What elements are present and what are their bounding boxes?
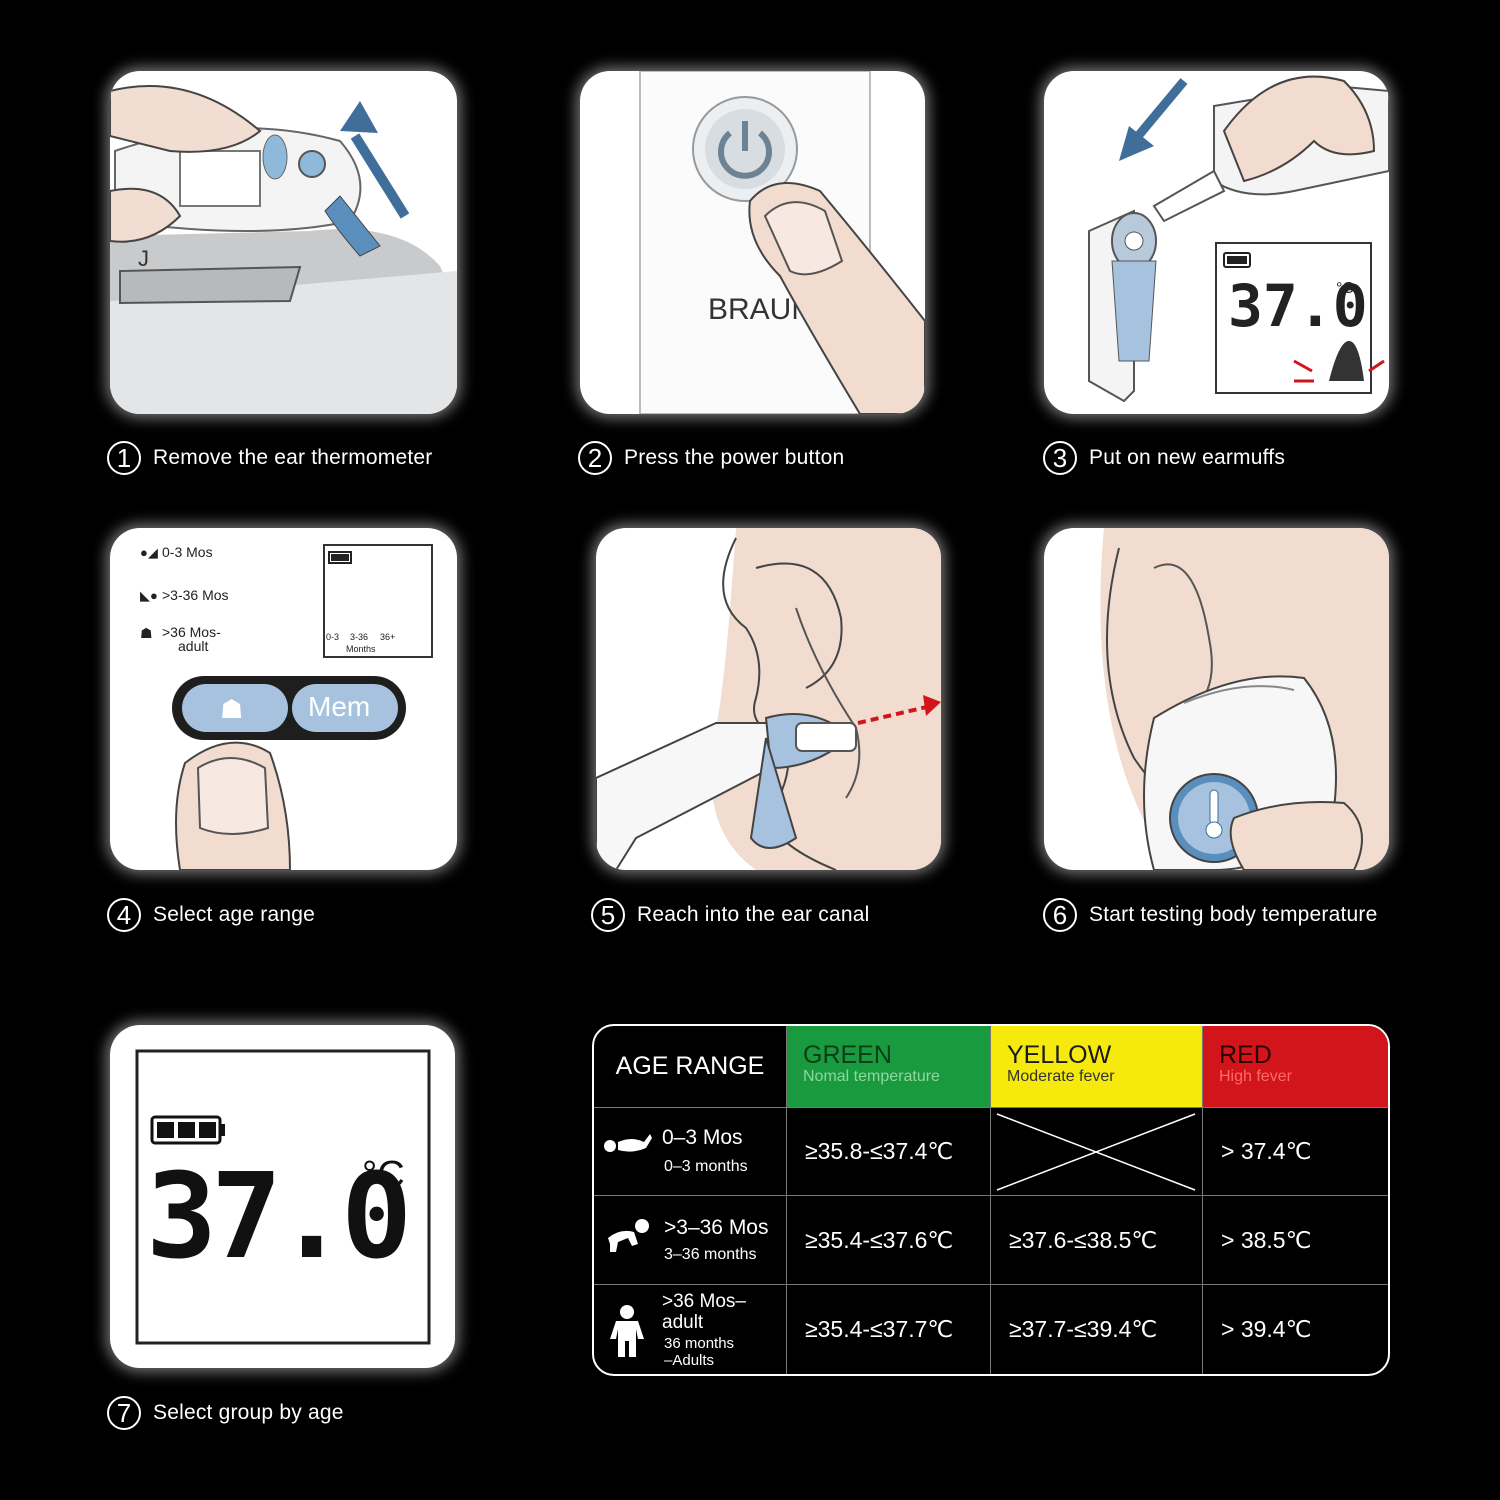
header-red: RED High fever (1203, 1026, 1388, 1108)
svg-text:J: J (138, 246, 149, 271)
step1-label: Remove the ear thermometer (153, 446, 433, 469)
step5-caption: 5 Reach into the ear canal (591, 898, 869, 932)
earmuff-display-reading: 37.0 (1228, 272, 1368, 340)
row1-age: 0–3 Mos 0–3 months (594, 1108, 787, 1196)
crawling-baby-icon (608, 1219, 649, 1252)
step6-number: 6 (1043, 898, 1077, 932)
row3-age-label2: adult (662, 1312, 704, 1333)
svg-text:●◢: ●◢ (140, 545, 158, 560)
header-yellow: YELLOW Moderate fever (991, 1026, 1203, 1108)
row3-age: >36 Mos– adult 36 months –Adults (594, 1285, 787, 1374)
step7-label: Select group by age (153, 1401, 344, 1424)
measure-illustration (1100, 528, 1389, 870)
power-button-illustration: BRAUN (639, 71, 925, 414)
age-select-illustration: ●◢ 0-3 Mos ◣● >3-36 Mos ☗ >36 Mos- adult… (140, 544, 433, 870)
scale-36: 36+ (380, 632, 395, 642)
display-reading: 37.0 (146, 1147, 406, 1285)
remove-thermometer-illustration: J (110, 85, 457, 414)
step1-number: 1 (107, 441, 141, 475)
step1-caption: 1 Remove the ear thermometer (107, 441, 432, 475)
step7-caption: 7 Select group by age (107, 1396, 344, 1430)
row3-age-sub: 36 months (664, 1335, 735, 1352)
mode-3-36-label: >3-36 Mos (162, 587, 229, 603)
row1-red: > 37.4℃ (1203, 1108, 1388, 1196)
step3-illustration: 37.0 °C (1044, 71, 1389, 414)
row3-yellow: ≥37.7-≤39.4℃ (991, 1285, 1203, 1374)
step6-illustration (1044, 528, 1389, 870)
row2-age-label: >3–36 Mos (664, 1216, 769, 1239)
mode-36-label: >36 Mos- (162, 624, 221, 640)
header-yellow-desc: Moderate fever (1007, 1068, 1115, 1085)
row3-age-sub2: –Adults (664, 1352, 715, 1369)
row1-age-label: 0–3 Mos (662, 1126, 743, 1149)
svg-text:◣●: ◣● (140, 588, 158, 603)
step7-number: 7 (107, 1396, 141, 1430)
display-unit: °C (362, 1154, 405, 1196)
step5-illustration (596, 528, 941, 870)
row3-green: ≥35.4-≤37.7℃ (787, 1285, 991, 1374)
step4-label: Select age range (153, 903, 315, 926)
step4-illustration: ●◢ 0-3 Mos ◣● >3-36 Mos ☗ >36 Mos- adult… (110, 528, 457, 870)
row2-green: ≥35.4-≤37.6℃ (787, 1196, 991, 1285)
row2-red: > 38.5℃ (1203, 1196, 1388, 1285)
row2-yellow: ≥37.6-≤38.5℃ (991, 1196, 1203, 1285)
fever-range-table: AGE RANGE GREEN Nomal temperature YELLOW… (592, 1024, 1390, 1376)
step2-illustration: BRAUN (580, 71, 925, 414)
step3-label: Put on new earmuffs (1089, 446, 1286, 469)
step5-number: 5 (591, 898, 625, 932)
mem-button-label: Mem (308, 691, 370, 722)
header-red-name: RED (1219, 1041, 1272, 1069)
step3-number: 3 (1043, 441, 1077, 475)
header-yellow-name: YELLOW (1007, 1041, 1112, 1069)
step2-number: 2 (578, 441, 612, 475)
row3-red: > 39.4℃ (1221, 1316, 1312, 1342)
display-illustration: 37.0 °C (135, 1049, 431, 1345)
row2-age: >3–36 Mos 3–36 months (594, 1196, 787, 1285)
scale-months-label: Months (346, 644, 376, 654)
header-green: GREEN Nomal temperature (787, 1026, 991, 1108)
row2-age-sub: 3–36 months (664, 1246, 757, 1263)
not-applicable-cross-icon (996, 1113, 1196, 1191)
earmuff-illustration: 37.0 °C (1088, 75, 1389, 403)
row1-age-sub: 0–3 months (664, 1158, 748, 1175)
header-green-name: GREEN (803, 1041, 892, 1069)
earmuff-display-unit: °C (1336, 280, 1354, 297)
header-green-desc: Nomal temperature (803, 1068, 940, 1085)
newborn-icon (604, 1134, 652, 1152)
step4-number: 4 (107, 898, 141, 932)
step2-caption: 2 Press the power button (578, 441, 844, 475)
step1-illustration: J (110, 71, 457, 414)
mode-adult-label: adult (178, 638, 208, 654)
row1-green: ≥35.8-≤37.4℃ (787, 1108, 991, 1196)
svg-text:☗: ☗ (220, 694, 243, 724)
step4-caption: 4 Select age range (107, 898, 315, 932)
row3-age-label: >36 Mos– (662, 1291, 746, 1312)
adult-icon (610, 1305, 644, 1357)
step2-label: Press the power button (624, 446, 845, 469)
ear-canal-illustration (596, 528, 941, 870)
header-age-range: AGE RANGE (594, 1026, 787, 1108)
scale-0-3: 0-3 (326, 632, 339, 642)
scale-3-36: 3-36 (350, 632, 368, 642)
header-red-desc: High fever (1219, 1068, 1292, 1085)
step6-label: Start testing body temperature (1089, 903, 1378, 926)
svg-text:☗: ☗ (140, 625, 153, 641)
step6-caption: 6 Start testing body temperature (1043, 898, 1378, 932)
mode-0-3-label: 0-3 Mos (162, 544, 213, 560)
step7-illustration: 37.0 °C (110, 1025, 455, 1368)
row1-yellow-na (991, 1108, 1203, 1196)
step5-label: Reach into the ear canal (637, 903, 870, 926)
step3-caption: 3 Put on new earmuffs (1043, 441, 1285, 475)
